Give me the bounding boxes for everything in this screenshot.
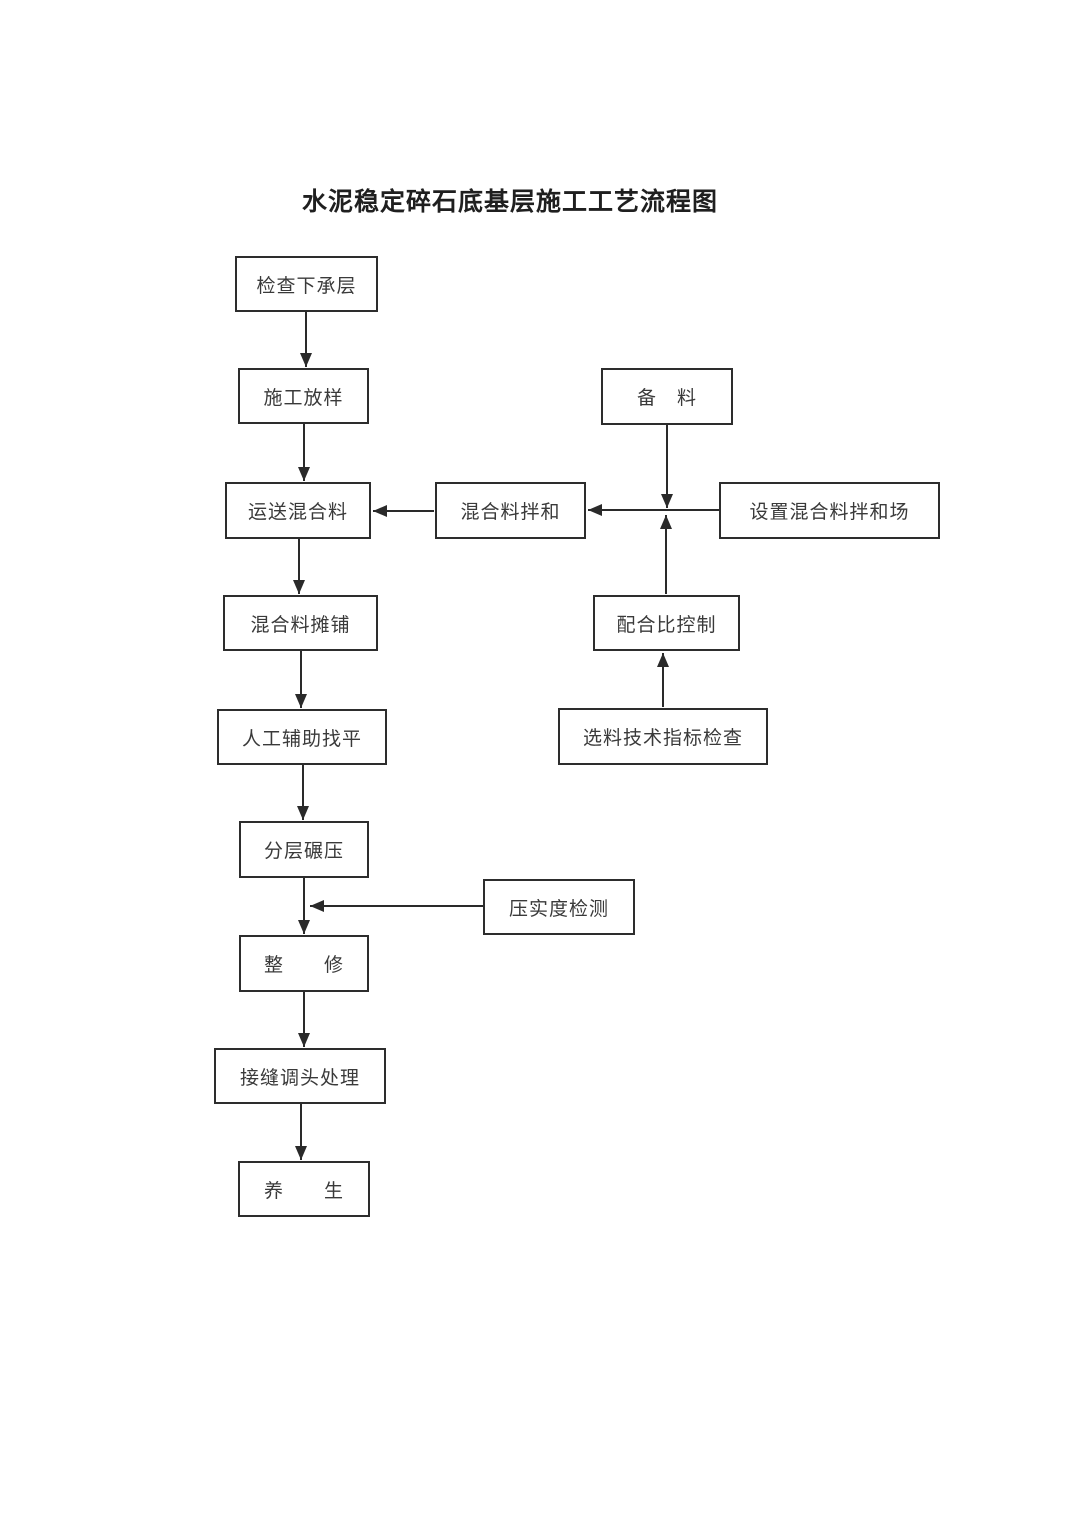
flow-node-compaction-testing: 压实度检测 — [483, 879, 635, 935]
flow-node-mixture-mixing: 混合料拌和 — [435, 482, 586, 539]
flow-node-trimming: 整 修 — [239, 935, 369, 992]
flow-node-material-index-inspection: 选料技术指标检查 — [558, 708, 768, 765]
flow-node-construction-layout: 施工放样 — [238, 368, 369, 424]
page-title: 水泥稳定碎石底基层施工工艺流程图 — [301, 188, 718, 216]
flow-node-mixing-site-setup: 设置混合料拌和场 — [719, 482, 940, 539]
flow-node-transport-mixture: 运送混合料 — [225, 482, 371, 539]
flow-node-mix-ratio-control: 配合比控制 — [593, 595, 740, 651]
flow-node-manual-leveling: 人工辅助找平 — [217, 709, 387, 765]
flow-node-mixture-paving: 混合料摊铺 — [223, 595, 378, 651]
flow-node-joint-turnaround-treatment: 接缝调头处理 — [214, 1048, 386, 1104]
flow-node-check-sublayer: 检查下承层 — [235, 256, 378, 312]
flow-node-material-preparation: 备 料 — [601, 368, 733, 425]
flow-node-layered-rolling: 分层碾压 — [239, 821, 369, 878]
flow-node-curing: 养 生 — [238, 1161, 370, 1217]
